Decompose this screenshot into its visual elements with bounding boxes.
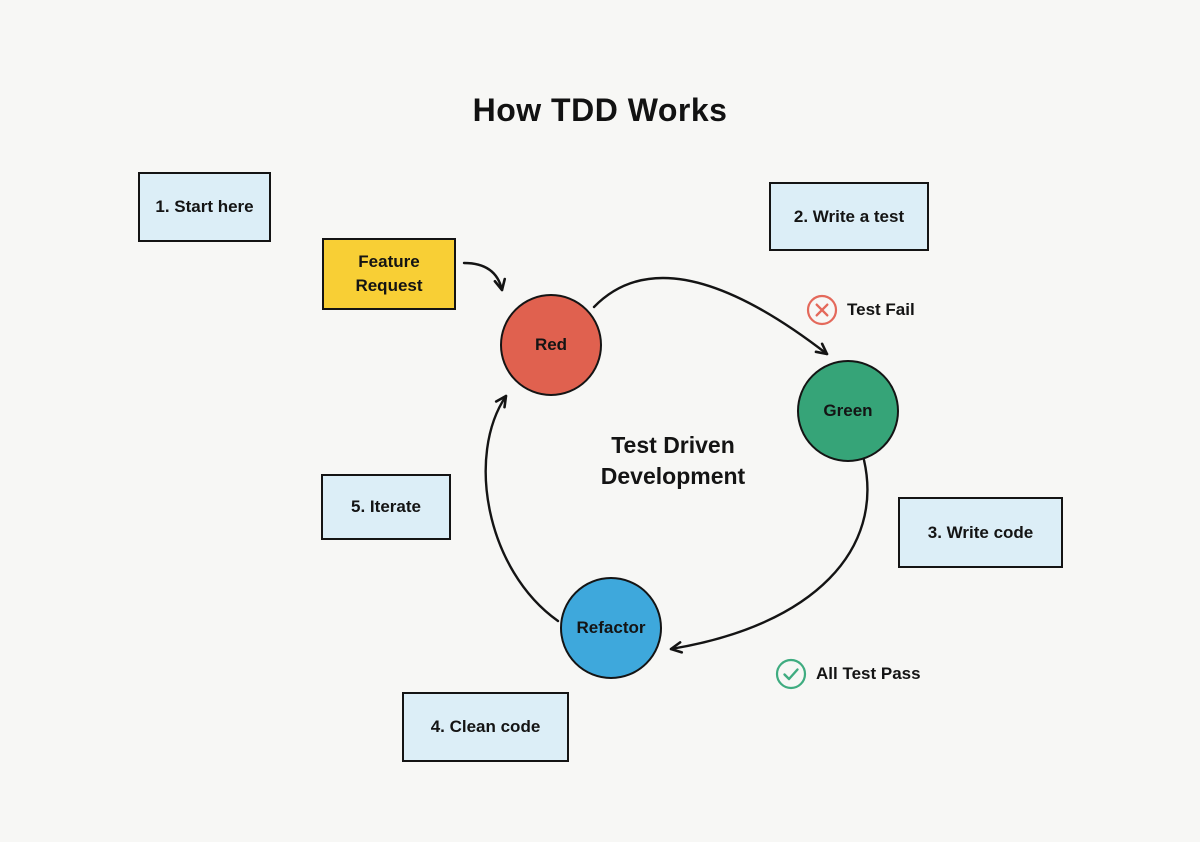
- node-label: Green: [823, 401, 873, 420]
- arrow-red-to-green: [592, 276, 829, 356]
- step-box-iterate: 5. Iterate: [321, 474, 451, 540]
- node-red: Red: [500, 294, 602, 396]
- page-title: How TDD Works: [472, 92, 728, 128]
- step-box-write-a-test: 2. Write a test: [769, 182, 929, 251]
- node-label: Refactor: [576, 618, 646, 637]
- step-label: 1. Start here: [155, 197, 254, 216]
- arrow-feature-to-red: [462, 261, 507, 292]
- node-green: Green: [797, 360, 899, 462]
- arrow-refactor-to-red: [484, 394, 560, 623]
- test-fail-annotation: Test Fail: [806, 294, 915, 326]
- check-circle-icon: [775, 658, 807, 690]
- arrow-green-to-refactor: [669, 458, 869, 654]
- all-test-pass-label: All Test Pass: [816, 664, 921, 683]
- step-label: 2. Write a test: [793, 206, 905, 226]
- feature-request-label: Feature Request: [355, 252, 423, 295]
- cycle-center-label: Test Driven Development: [600, 432, 746, 489]
- all-test-pass-annotation: All Test Pass: [775, 658, 921, 690]
- step-box-write-code: 3. Write code: [898, 497, 1063, 568]
- node-label: Red: [534, 335, 568, 354]
- step-label: 5. Iterate: [351, 497, 421, 516]
- step-label: 4. Clean code: [430, 717, 541, 736]
- test-fail-label: Test Fail: [847, 300, 915, 319]
- node-refactor: Refactor: [560, 577, 662, 679]
- step-box-clean-code: 4. Clean code: [402, 692, 569, 762]
- step-box-start-here: 1. Start here: [138, 172, 271, 242]
- x-circle-icon: [806, 294, 838, 326]
- feature-request-box: Feature Request: [322, 238, 456, 310]
- step-label: 3. Write code: [927, 522, 1034, 542]
